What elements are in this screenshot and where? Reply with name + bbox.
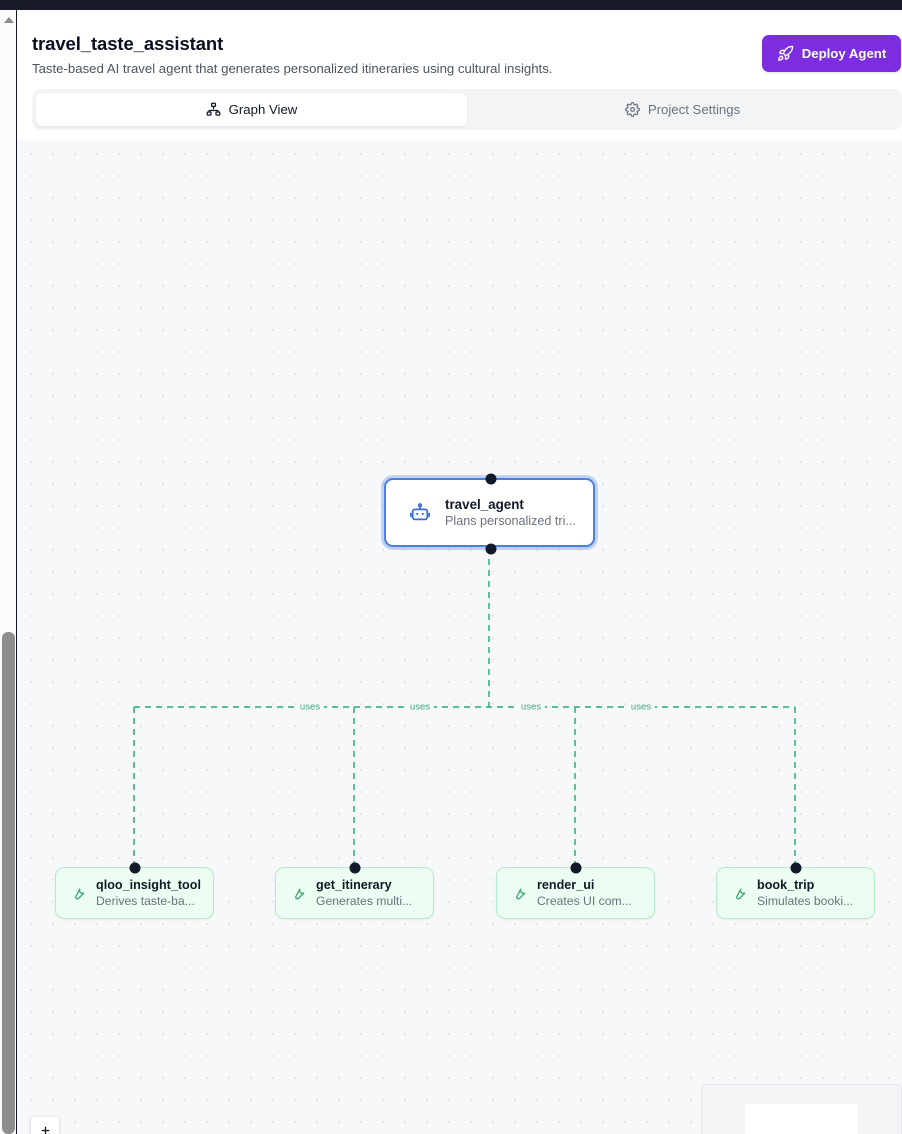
robot-icon bbox=[409, 502, 431, 524]
hierarchy-icon bbox=[206, 102, 221, 117]
node-book-trip[interactable]: book_trip Simulates booki... bbox=[716, 862, 875, 919]
wrench-icon bbox=[70, 885, 86, 901]
node-description: Simulates booki... bbox=[757, 894, 854, 908]
node-title: qloo_insight_tool bbox=[96, 878, 201, 892]
view-tabs: Graph View Project Settings bbox=[32, 89, 902, 130]
edge-label-uses-3: uses bbox=[516, 700, 546, 714]
node-title: get_itinerary bbox=[316, 878, 392, 892]
node-title: travel_agent bbox=[445, 497, 524, 512]
node-handle-bottom[interactable] bbox=[485, 543, 497, 555]
node-description: Generates multi... bbox=[316, 894, 413, 908]
zoom-in-button[interactable] bbox=[31, 1117, 59, 1134]
node-description: Plans personalized tri... bbox=[445, 514, 576, 528]
node-title: render_ui bbox=[537, 878, 595, 892]
wrench-icon bbox=[511, 885, 527, 901]
deploy-agent-label: Deploy Agent bbox=[801, 46, 887, 61]
browser-top-bar bbox=[0, 0, 902, 10]
node-handle-top[interactable] bbox=[485, 473, 497, 485]
page-subtitle: Taste-based AI travel agent that generat… bbox=[32, 61, 553, 76]
node-qloo-insight-tool[interactable]: qloo_insight_tool Derives taste-ba... bbox=[55, 862, 214, 919]
tab-graph-view[interactable]: Graph View bbox=[36, 93, 467, 126]
tab-project-settings[interactable]: Project Settings bbox=[467, 93, 898, 126]
scrollbar-thumb[interactable] bbox=[2, 632, 15, 1134]
node-handle-top[interactable] bbox=[349, 862, 361, 874]
edge-label-uses-4: uses bbox=[626, 700, 656, 714]
graph-minimap[interactable] bbox=[701, 1084, 902, 1134]
node-handle-top[interactable] bbox=[790, 862, 802, 874]
canvas-controls bbox=[31, 1117, 59, 1134]
deploy-agent-button[interactable]: Deploy Agent bbox=[762, 35, 901, 72]
rocket-icon bbox=[777, 45, 794, 62]
page-title: travel_taste_assistant bbox=[32, 33, 224, 54]
edge-label-uses-2: uses bbox=[405, 700, 435, 714]
node-description: Derives taste-ba... bbox=[96, 894, 195, 908]
node-get-itinerary[interactable]: get_itinerary Generates multi... bbox=[275, 862, 434, 919]
gear-icon bbox=[624, 102, 640, 117]
node-handle-top[interactable] bbox=[129, 862, 141, 874]
minimap-viewport bbox=[745, 1104, 858, 1134]
node-travel-agent[interactable]: travel_agent Plans personalized tri... bbox=[384, 473, 595, 555]
node-description: Creates UI com... bbox=[537, 894, 632, 908]
tab-graph-view-label: Graph View bbox=[228, 102, 298, 117]
edge-label-uses-1: uses bbox=[295, 700, 325, 714]
page-header: travel_taste_assistant Taste-based AI tr… bbox=[17, 10, 902, 134]
graph-canvas[interactable]: uses uses uses uses travel_agent Plans p… bbox=[17, 140, 902, 1134]
graph-edges bbox=[133, 548, 796, 867]
node-handle-top[interactable] bbox=[570, 862, 582, 874]
wrench-icon bbox=[290, 885, 306, 901]
window-scrollbar[interactable] bbox=[0, 10, 17, 1134]
node-render-ui[interactable]: render_ui Creates UI com... bbox=[496, 862, 655, 919]
tab-project-settings-label: Project Settings bbox=[647, 102, 741, 117]
node-title: book_trip bbox=[757, 878, 815, 892]
scroll-up-arrow-icon[interactable] bbox=[4, 17, 14, 23]
wrench-icon bbox=[731, 885, 747, 901]
